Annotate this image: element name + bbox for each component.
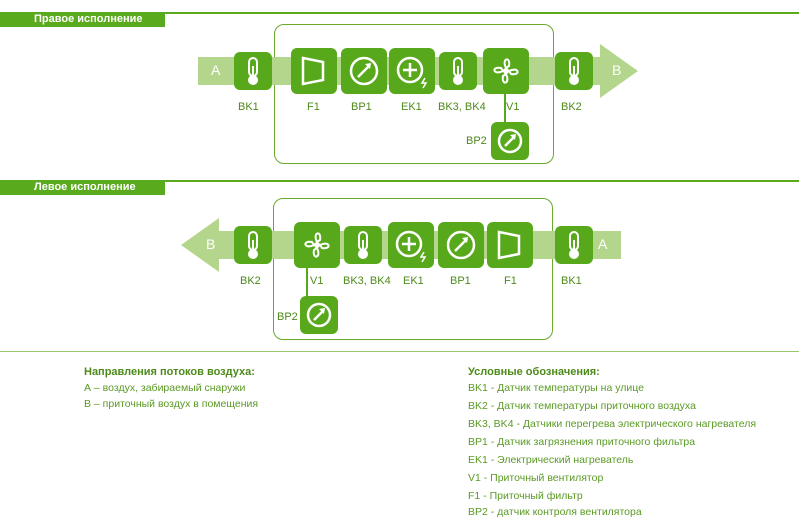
label-f1: F1 xyxy=(504,275,517,287)
label-bk1: BK1 xyxy=(238,101,259,113)
flow-in-label-right: A xyxy=(211,62,221,78)
flow-item: В – приточный воздух в помещения xyxy=(84,398,259,410)
pressure-gauge-icon xyxy=(300,296,338,334)
legend-item: BK3, BK4 - Датчики перегрева электрическ… xyxy=(468,418,757,430)
flow-out-label-right: B xyxy=(612,62,622,78)
thermometer-icon xyxy=(439,52,477,90)
label-v1: V1 xyxy=(310,275,324,287)
legend-item: BP2 - датчик контроля вентилятора xyxy=(468,506,642,518)
label-v1: V1 xyxy=(506,101,520,113)
section-divider-left xyxy=(0,180,799,182)
pressure-gauge-icon xyxy=(341,48,387,94)
thermometer-icon xyxy=(555,52,593,90)
legend-item: BK1 - Датчик температуры на улице xyxy=(468,382,644,394)
flow-item: А – воздух, забираемый снаружи xyxy=(84,382,246,394)
legend-title: Условные обозначения: xyxy=(468,366,600,378)
label-bk3-bk4: BK3, BK4 xyxy=(343,275,391,287)
thermometer-icon xyxy=(234,226,272,264)
pressure-gauge-icon xyxy=(438,222,484,268)
thermometer-icon xyxy=(344,226,382,264)
label-bp2: BP2 xyxy=(277,311,298,323)
label-bk1: BK1 xyxy=(561,275,582,287)
fan-sensor-connector xyxy=(504,94,506,124)
fan-sensor-connector xyxy=(306,268,308,298)
thermometer-icon xyxy=(234,52,272,90)
flow-in-label-left: A xyxy=(598,236,608,252)
section-title-left: Левое исполнение xyxy=(0,180,165,195)
label-bk3-bk4: BK3, BK4 xyxy=(438,101,486,113)
fan-icon xyxy=(483,48,529,94)
pressure-gauge-icon xyxy=(491,122,529,160)
thermometer-icon xyxy=(555,226,593,264)
label-bk2: BK2 xyxy=(240,275,261,287)
electric-heater-icon xyxy=(389,48,435,94)
label-bk2: BK2 xyxy=(561,101,582,113)
filter-icon xyxy=(291,48,337,94)
flow-out-label-left: B xyxy=(206,236,216,252)
legend-item: BP1 - Датчик загрязнения приточного филь… xyxy=(468,436,696,448)
label-bp2: BP2 xyxy=(466,135,487,147)
label-ek1: EK1 xyxy=(403,275,424,287)
legend-item: V1 - Приточный вентилятор xyxy=(468,472,604,484)
label-ek1: EK1 xyxy=(401,101,422,113)
flows-title: Направления потоков воздуха: xyxy=(84,366,255,378)
fan-icon xyxy=(294,222,340,268)
legend-item: EK1 - Электрический нагреватель xyxy=(468,454,634,466)
legend-item: BK2 - Датчик температуры приточного возд… xyxy=(468,400,696,412)
label-f1: F1 xyxy=(307,101,320,113)
unit-housing-left xyxy=(273,198,553,340)
label-bp1: BP1 xyxy=(351,101,372,113)
electric-heater-icon xyxy=(388,222,434,268)
legend-item: F1 - Приточный фильтр xyxy=(468,490,583,502)
section-title-right: Правое исполнение xyxy=(0,12,165,27)
section-divider-right xyxy=(0,12,799,14)
label-bp1: BP1 xyxy=(450,275,471,287)
bottom-divider xyxy=(0,351,799,352)
unit-housing-right xyxy=(274,24,554,164)
filter-icon xyxy=(487,222,533,268)
